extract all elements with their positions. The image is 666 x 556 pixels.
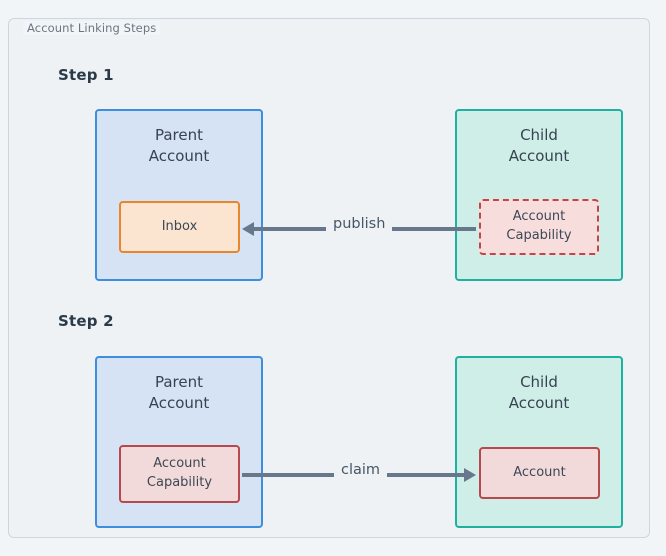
diagram-frame: Account Linking Steps Step 1 Parent Acco… <box>8 18 650 538</box>
step-2-child-account-title: Child Account <box>508 373 570 413</box>
step-2-parent-account-title: Parent Account <box>148 373 210 413</box>
step-1-parent-inbox-box: Inbox <box>119 201 240 253</box>
step-2-parent-account-capability-box: Account Capability <box>119 445 240 503</box>
step-1-child-account-capability-box: Account Capability <box>479 199 599 255</box>
step-1-label: Step 1 <box>58 66 114 84</box>
step-1-parent-account-title: Parent Account <box>148 126 210 166</box>
claim-arrow-label: claim <box>334 462 388 478</box>
diagram-title: Account Linking Steps <box>23 21 161 35</box>
step-2-child-account-box-inner: Account <box>479 447 600 499</box>
step-2-child-account-box: Child Account <box>455 356 623 528</box>
publish-arrow-head-left-icon <box>242 222 254 236</box>
step-2-label: Step 2 <box>58 312 114 330</box>
step-1-child-account-title: Child Account <box>508 126 570 166</box>
publish-arrow-label: publish <box>326 216 393 232</box>
step-1-child-account-box: Child Account <box>455 109 623 281</box>
claim-arrow-head-right-icon <box>464 468 476 482</box>
step-1-parent-account-box: Parent Account <box>95 109 263 281</box>
